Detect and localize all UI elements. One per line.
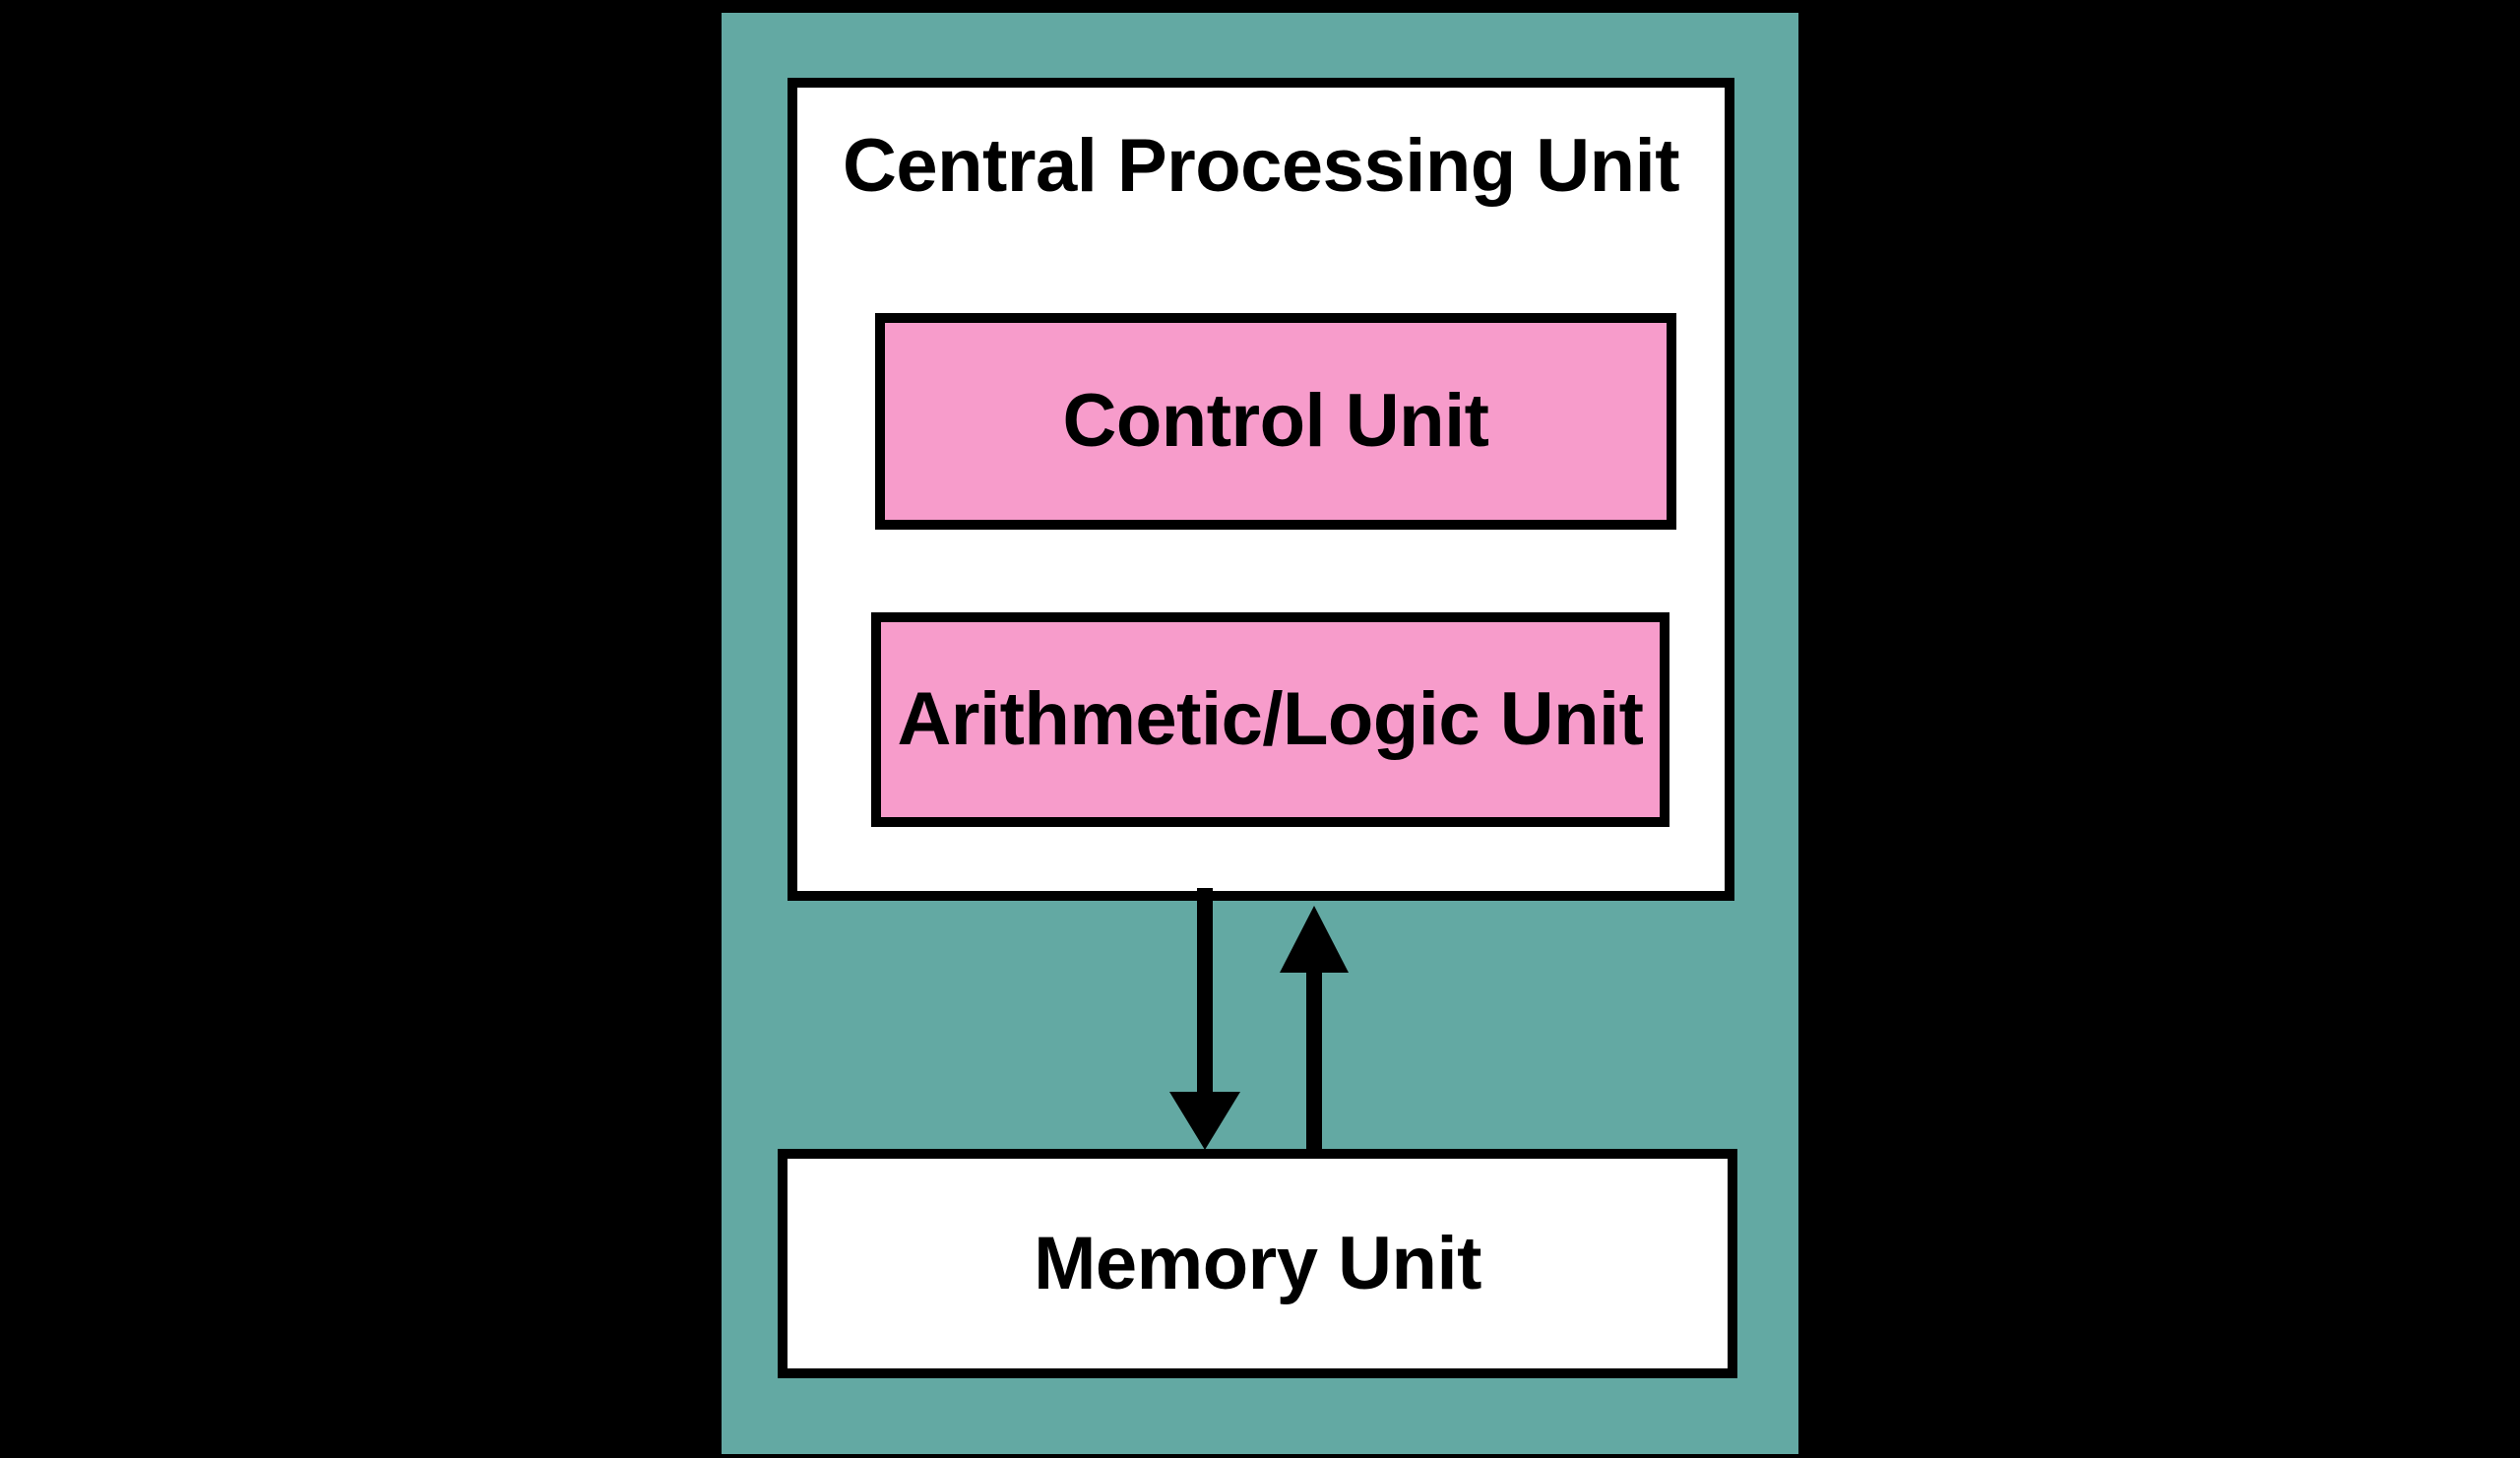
control-unit-box: Control Unit xyxy=(875,313,1676,530)
cpu-box: Central Processing Unit Control Unit Ari… xyxy=(788,78,1734,901)
memory-unit-label: Memory Unit xyxy=(1034,1221,1481,1305)
cpu-title: Central Processing Unit xyxy=(842,124,1680,208)
memory-unit-box: Memory Unit xyxy=(778,1149,1737,1378)
control-unit-label: Control Unit xyxy=(1062,379,1489,463)
arithmetic-logic-unit-box: Arithmetic/Logic Unit xyxy=(871,612,1670,827)
memory-to-cpu-arrow xyxy=(1280,906,1349,1153)
arithmetic-logic-unit-label: Arithmetic/Logic Unit xyxy=(897,677,1644,761)
computer-system-container: Central Processing Unit Control Unit Ari… xyxy=(722,13,1798,1454)
cpu-to-memory-arrow xyxy=(1169,888,1240,1150)
